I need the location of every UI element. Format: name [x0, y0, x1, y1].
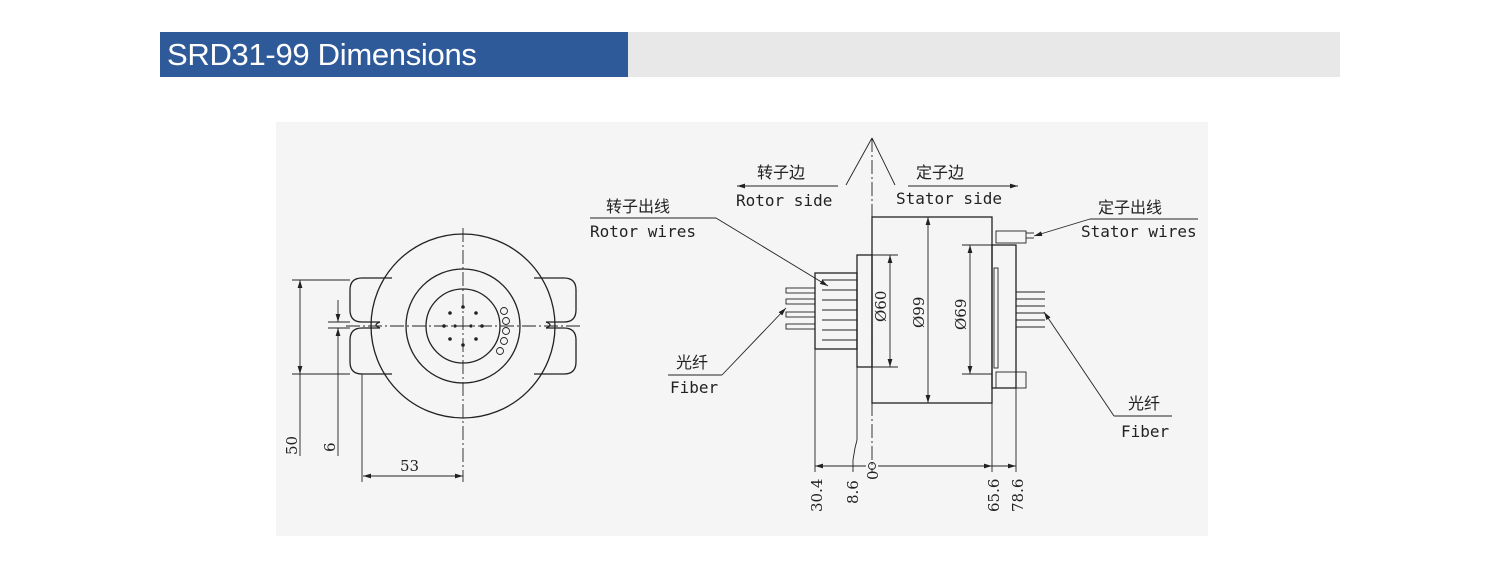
right-ear-lower [534, 327, 577, 375]
dim-d99: Ø99 [910, 297, 928, 328]
rotor-wires-en: Rotor wires [590, 222, 696, 241]
stator-wires-en: Stator wires [1081, 222, 1197, 241]
side-view: Ø60 Ø99 Ø69 转子边 Rotor side 定子边 Stator si… [590, 137, 1198, 512]
dim-0: 0 [864, 470, 882, 480]
dim-d69: Ø69 [952, 299, 970, 330]
stator-wire-stubs [993, 230, 1045, 389]
dim-30-4: 30.4 [808, 479, 826, 512]
fiber-left-en: Fiber [670, 378, 719, 397]
fiber-ports [496, 307, 510, 355]
origin-marker [868, 462, 876, 470]
stator-side-en: Stator side [896, 189, 1002, 208]
right-ear-upper [534, 277, 577, 323]
flange-plate [856, 254, 873, 368]
dim-d60: Ø60 [872, 291, 890, 322]
rotor-wires-cn: 转子出线 [606, 197, 670, 216]
left-ear-upper [349, 277, 392, 323]
dim-53: 53 [400, 457, 419, 475]
stator-back [991, 244, 1017, 389]
dim-6: 6 [321, 442, 339, 452]
stator-wires-cn: 定子出线 [1098, 198, 1162, 217]
rotor-side-en: Rotor side [736, 191, 832, 210]
pin-holes [442, 305, 484, 347]
dim-78-6: 78.6 [1009, 479, 1027, 512]
rotor-block [814, 272, 858, 350]
fiber-left-cn: 光纤 [676, 353, 708, 372]
front-view: 50 6 53 [283, 228, 580, 482]
drawing-area [276, 122, 1208, 536]
page-title: SRD31-99 Dimensions [160, 32, 628, 77]
rotor-side-cn: 转子边 [757, 163, 805, 182]
dim-65-6: 65.6 [985, 479, 1003, 512]
rotor-wire-stubs [785, 279, 857, 341]
dim-8-6: 8.6 [844, 480, 862, 504]
fiber-right-en: Fiber [1121, 422, 1170, 441]
fiber-right-cn: 光纤 [1128, 394, 1160, 413]
dim-50: 50 [283, 436, 301, 455]
stator-side-cn: 定子边 [916, 163, 964, 182]
left-ear-lower [349, 327, 392, 375]
title-banner: SRD31-99 Dimensions [160, 32, 1340, 77]
